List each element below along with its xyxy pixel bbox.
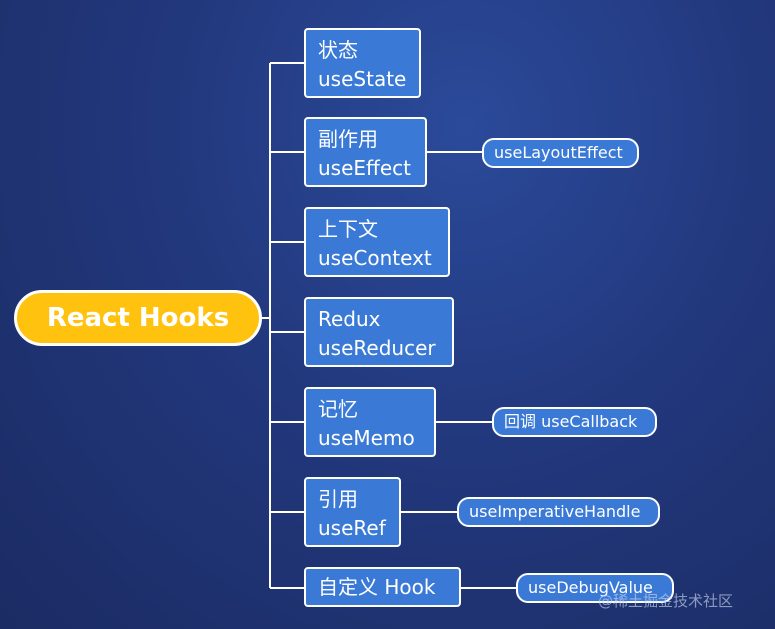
node-use-reducer-cn-label: Redux xyxy=(318,307,381,331)
sub-node-use-layout-effect: useLayoutEffect xyxy=(482,138,639,168)
node-use-context: 上下文 useContext xyxy=(304,207,450,277)
node-custom-hook: 自定义 Hook xyxy=(304,567,461,607)
root-node-react-hooks: React Hooks xyxy=(14,290,262,346)
node-use-context-en-label: useContext xyxy=(318,246,432,270)
sub-node-use-imperative-handle: useImperativeHandle xyxy=(457,497,660,527)
node-use-context-cn-label: 上下文 xyxy=(318,217,378,241)
node-use-state: 状态 useState xyxy=(304,28,421,98)
node-use-memo-cn-label: 记忆 xyxy=(318,397,358,421)
node-use-state-en-label: useState xyxy=(318,67,407,91)
node-use-effect-cn-label: 副作用 xyxy=(318,127,378,151)
sub-node-use-debug-value: useDebugValue xyxy=(516,573,674,603)
watermark-text: @稀土掘金技术社区 xyxy=(598,592,734,610)
node-use-effect-en-label: useEffect xyxy=(318,156,411,180)
node-use-memo: 记忆 useMemo xyxy=(304,387,436,457)
node-use-memo-en-label: useMemo xyxy=(318,426,415,450)
node-use-reducer: Redux useReducer xyxy=(304,297,454,367)
sub-node-use-callback: 回调 useCallback xyxy=(492,407,657,437)
node-use-state-cn-label: 状态 xyxy=(318,38,358,62)
node-use-effect: 副作用 useEffect xyxy=(304,117,427,187)
node-use-ref: 引用 useRef xyxy=(304,477,401,547)
node-use-ref-en-label: useRef xyxy=(318,516,386,540)
node-use-ref-cn-label: 引用 xyxy=(318,487,358,511)
node-use-reducer-en-label: useReducer xyxy=(318,336,436,360)
